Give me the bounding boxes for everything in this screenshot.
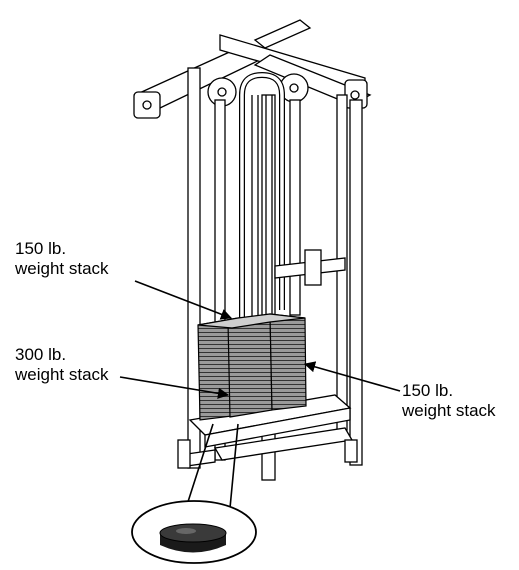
stack-center-300 [227, 313, 273, 418]
weight-stacks [197, 313, 307, 421]
label-description: weight stack [15, 365, 109, 384]
label-description: weight stack [15, 259, 109, 278]
stack-right-150 [269, 313, 307, 411]
label-150lb-stack-right: 150 lb. weight stack [402, 381, 496, 421]
label-description: weight stack [402, 401, 496, 420]
rubber-foot-icon [159, 523, 227, 553]
arrow-right [303, 361, 401, 392]
arrow-mid-left [119, 376, 230, 399]
arrow-top-left [134, 280, 233, 320]
label-weight: 150 lb. [15, 239, 67, 258]
label-weight: 300 lb. [15, 345, 67, 364]
label-150lb-stack-left: 150 lb. weight stack [15, 239, 109, 279]
label-weight: 150 lb. [402, 381, 454, 400]
label-300lb-stack: 300 lb. weight stack [15, 345, 109, 385]
callout-arrows [119, 280, 401, 399]
foot-callout [131, 423, 257, 564]
